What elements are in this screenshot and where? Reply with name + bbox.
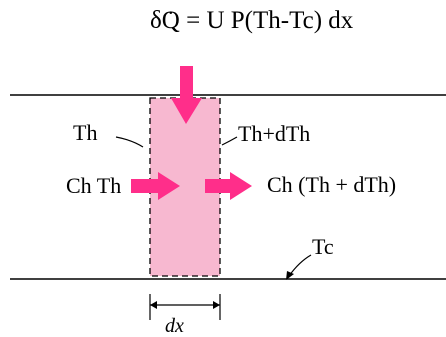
- outflow-arrow-icon: [205, 172, 252, 200]
- inflow-arrow-icon: [131, 172, 180, 200]
- th-dth-leader-line: [221, 136, 238, 146]
- label-th: Th: [73, 120, 98, 145]
- equation-rest: = U P(Th-Tc) dx: [179, 7, 354, 34]
- dx-left-arrowhead: [150, 301, 157, 309]
- heat-flux-arrow-icon: [171, 66, 202, 124]
- dx-right-arrowhead: [213, 301, 220, 309]
- equation-delta: δ: [150, 7, 162, 34]
- tc-leader-arrowhead: [286, 271, 294, 280]
- equation-q-with-dot: ·Q: [161, 2, 180, 34]
- equation-q: Q: [161, 7, 180, 34]
- label-tc: Tc: [312, 234, 334, 259]
- equation-q-dot: ·: [167, 0, 175, 25]
- label-th-plus-dth: Th+dTh: [238, 121, 311, 146]
- label-dx: dx: [165, 315, 184, 337]
- th-leader-line: [115, 136, 144, 148]
- tc-leader-line: [288, 254, 312, 277]
- label-ch-th: Ch Th: [66, 173, 122, 198]
- label-ch-th-plus-dth: Ch (Th + dTh): [267, 172, 397, 197]
- heat-transfer-equation: δ·Q = U P(Th-Tc) dx: [150, 2, 354, 34]
